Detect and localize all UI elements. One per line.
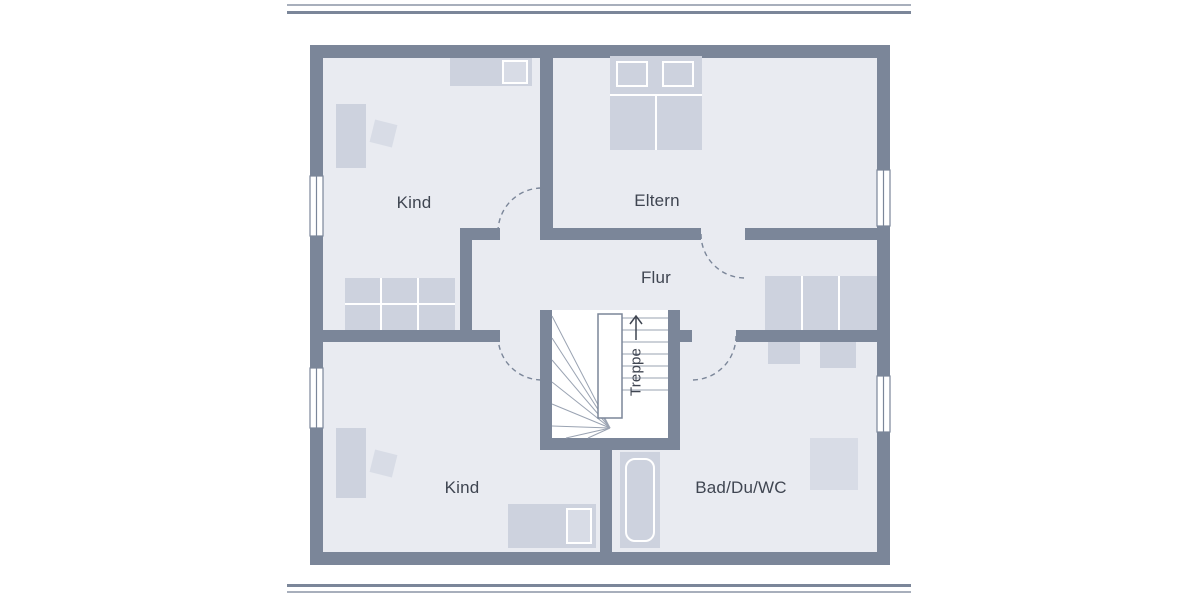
wall-flur-left bbox=[460, 228, 472, 342]
wall-eltern-bottom bbox=[540, 228, 701, 240]
furniture-bed-eltern bbox=[610, 56, 702, 150]
bottom-border-line-2 bbox=[287, 591, 911, 593]
furniture-desk-kind-top bbox=[336, 104, 366, 168]
furniture-bathtub bbox=[620, 452, 660, 548]
wall-kind-bottom-top bbox=[310, 330, 500, 342]
bathtub-inner bbox=[625, 458, 655, 542]
furniture-wardrobe-kind-top bbox=[345, 278, 455, 330]
furniture-shower bbox=[810, 438, 858, 490]
furniture-sideboard-box bbox=[502, 60, 528, 84]
furniture-washbasin-1 bbox=[768, 342, 800, 364]
furniture-sideboard-kind-top bbox=[450, 58, 532, 86]
top-border-line-2 bbox=[287, 11, 911, 14]
wall-kind-eltern bbox=[540, 45, 553, 235]
wall-outer-top bbox=[310, 45, 890, 58]
furniture-pillow-left bbox=[616, 61, 648, 87]
room-label-treppe: Treppe bbox=[627, 347, 645, 397]
wall-stair-left bbox=[540, 310, 552, 450]
wall-outer-left bbox=[310, 45, 323, 565]
room-label-kind-bottom: Kind bbox=[444, 478, 480, 497]
wall-stair-bottom bbox=[540, 438, 680, 450]
furniture-desk-kind-bottom bbox=[336, 428, 366, 498]
room-label-flur: Flur bbox=[640, 268, 672, 287]
furniture-pillow-kind-bottom bbox=[566, 508, 592, 544]
room-label-eltern: Eltern bbox=[634, 191, 680, 210]
wall-eltern-bottom-right bbox=[745, 228, 877, 240]
furniture-pillow-right bbox=[662, 61, 694, 87]
top-border-line-1 bbox=[287, 4, 911, 6]
wall-outer-right bbox=[877, 45, 890, 565]
room-label-bad: Bad/Du/WC bbox=[695, 478, 787, 497]
room-label-kind-top: Kind bbox=[396, 193, 432, 212]
wall-stair-right bbox=[668, 310, 680, 450]
furniture-wardrobe-flur bbox=[765, 276, 877, 330]
furniture-washbasin-2 bbox=[820, 342, 856, 368]
wall-bad-top-right bbox=[736, 330, 877, 342]
wall-bad-left bbox=[600, 450, 612, 565]
furniture-bed-kind-bottom bbox=[508, 504, 596, 548]
bottom-border-line-1 bbox=[287, 584, 911, 587]
